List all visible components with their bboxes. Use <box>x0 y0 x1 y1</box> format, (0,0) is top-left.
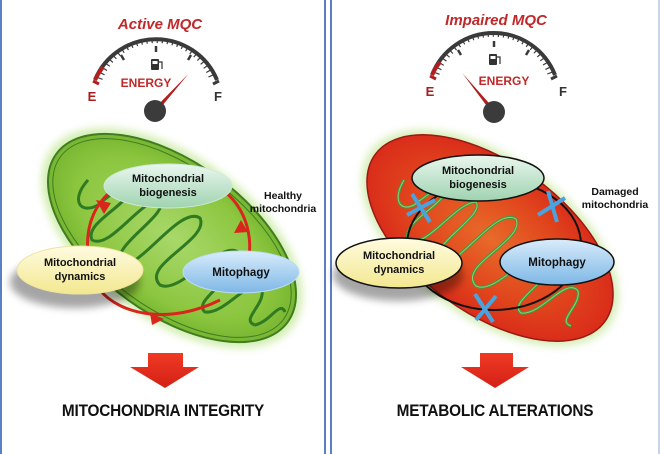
blocked-x-icon <box>473 292 498 324</box>
healthy-mitochondrion: Mitochondrial biogenesis Mitochondrial d… <box>10 127 317 349</box>
energy-gauge-left: ENERGY E F <box>88 37 222 122</box>
outer-membrane <box>366 134 614 342</box>
node-dynamics <box>335 237 463 289</box>
arrowhead <box>150 313 164 325</box>
gauge-energy-label: ENERGY <box>121 76 172 90</box>
node-mitophagy-label: Mitophagy <box>212 267 270 279</box>
fuel-pump-icon <box>151 59 163 70</box>
outcome-label-right: METABOLIC ALTERATIONS <box>396 402 594 420</box>
outcome-label-left: MITOCHONDRIA INTEGRITY <box>61 402 265 420</box>
gauge-empty-tick <box>429 74 437 81</box>
gauge-hub <box>144 100 166 122</box>
blocked-x-icon <box>536 190 567 223</box>
down-arrow-left <box>130 353 199 388</box>
arrowhead <box>234 220 248 233</box>
node-biogenesis-label: Mitochondrial <box>442 165 514 177</box>
node-biogenesis-label: Mitochondrial <box>132 173 204 185</box>
gauge-empty-label: E <box>88 89 97 104</box>
node-biogenesis <box>103 163 233 209</box>
blocked-x-icon <box>406 192 436 224</box>
node-mitophagy <box>182 250 300 294</box>
node-dynamics-label: Mitochondrial <box>44 257 116 269</box>
gauge-arc <box>430 30 557 76</box>
gauge-empty-tick <box>92 79 100 86</box>
gauge-arc <box>93 37 219 81</box>
state-label: mitochondria <box>250 203 317 215</box>
node-dynamics <box>16 245 144 295</box>
down-arrow-right <box>461 353 529 388</box>
gauge-quarter-tick <box>456 49 463 56</box>
panel-title-active-mqc: Active MQC <box>117 16 203 33</box>
node-dynamics-label: dynamics <box>55 271 106 283</box>
node-dynamics-label: dynamics <box>374 264 425 276</box>
fuel-pump-icon <box>489 54 501 65</box>
gauge-three-quarter-tick <box>186 54 193 61</box>
state-label: mitochondria <box>582 199 649 211</box>
gauge-quarter-tick <box>119 54 126 61</box>
gauge-full-tick <box>212 79 220 86</box>
node-biogenesis-label: biogenesis <box>449 179 506 191</box>
node-biogenesis <box>411 154 545 202</box>
node-dynamics-label: Mitochondrial <box>363 250 435 262</box>
energy-gauge-right: ENERGY E F <box>426 30 567 123</box>
panel-title-impaired-mqc: Impaired MQC <box>445 12 547 29</box>
node-mitophagy <box>499 238 615 286</box>
gauge-empty-zone <box>430 60 442 76</box>
state-label: Healthy <box>264 190 302 202</box>
gauge-full-tick <box>550 74 558 81</box>
cristae-highlight <box>397 179 579 327</box>
gauge-full-label: F <box>559 84 567 99</box>
arrowhead <box>96 200 111 214</box>
gauge-empty-label: E <box>426 84 435 99</box>
gauge-energy-label: ENERGY <box>479 74 530 88</box>
damaged-mitochondrion: Mitochondrial biogenesis Mitochondrial d… <box>333 129 649 347</box>
gauge-hub <box>483 101 505 123</box>
gauge-three-quarter-tick <box>524 49 531 56</box>
outer-membrane <box>46 132 298 344</box>
node-biogenesis-label: biogenesis <box>139 187 196 199</box>
state-label: Damaged <box>591 186 638 198</box>
gauge-empty-zone <box>93 65 105 81</box>
node-mitophagy-label: Mitophagy <box>528 257 586 269</box>
gauge-ticks <box>434 31 553 75</box>
gauge-full-label: F <box>214 89 222 104</box>
